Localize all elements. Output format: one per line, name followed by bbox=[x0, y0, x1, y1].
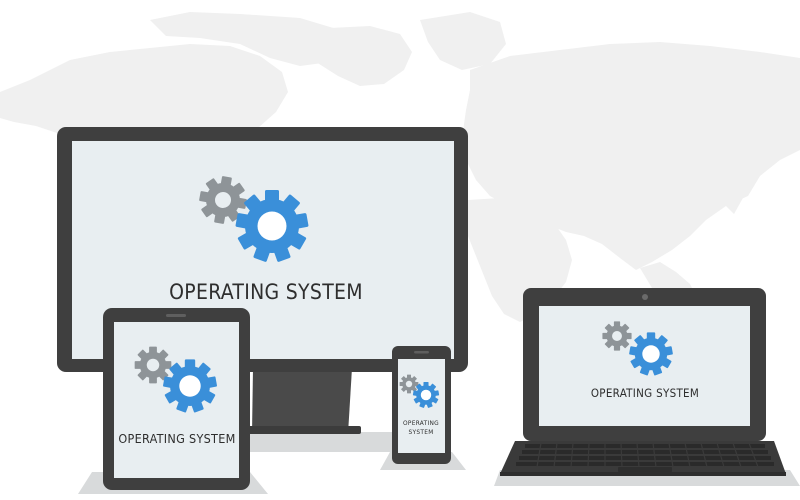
phone-os-label-line2: SYSTEM bbox=[408, 428, 433, 436]
tablet-speaker bbox=[166, 314, 186, 317]
monitor-stand bbox=[252, 368, 352, 434]
gear-icon bbox=[602, 321, 632, 351]
laptop-keyboard bbox=[516, 444, 774, 466]
gear-icon bbox=[399, 374, 419, 394]
laptop-webcam bbox=[642, 294, 648, 300]
laptop-os-label: OPERATING SYSTEM bbox=[591, 386, 699, 400]
tablet: OPERATING SYSTEM bbox=[103, 308, 250, 490]
laptop: OPERATING SYSTEM bbox=[500, 288, 786, 476]
laptop-touchpad bbox=[618, 467, 672, 472]
laptop-key-separators bbox=[536, 442, 759, 468]
phone: OPERATING SYSTEM bbox=[392, 346, 451, 464]
desktop-os-label: OPERATING SYSTEM bbox=[169, 280, 363, 304]
laptop-base-edge bbox=[500, 472, 786, 476]
tablet-os-label: OPERATING SYSTEM bbox=[118, 431, 235, 446]
phone-speaker bbox=[414, 351, 429, 354]
phone-os-label-line1: OPERATING bbox=[403, 419, 439, 427]
monitor-base bbox=[243, 426, 361, 434]
